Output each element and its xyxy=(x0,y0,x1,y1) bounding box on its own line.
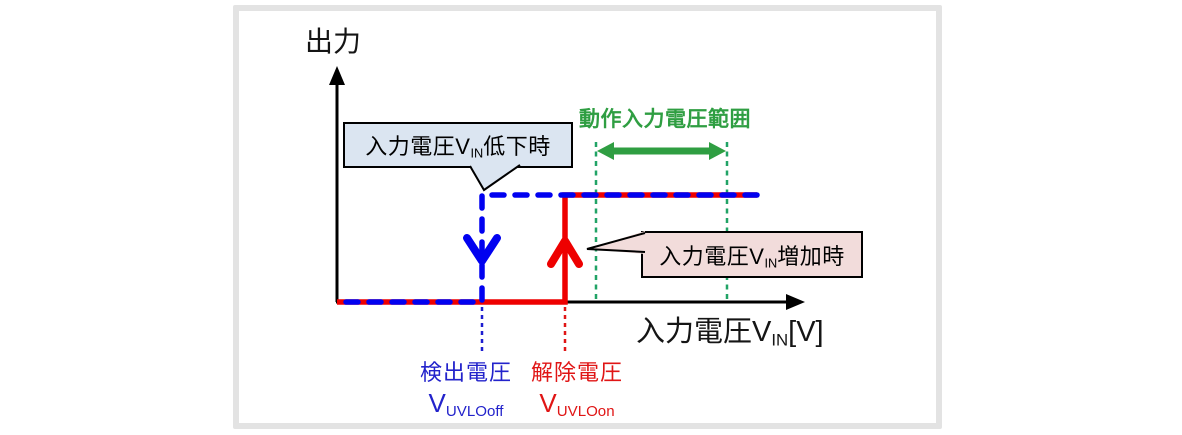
callout-decrease-text: 入力電圧VIN低下時 xyxy=(365,134,551,161)
release-voltage-symbol: VUVLOon xyxy=(539,387,615,420)
x-axis-label: 入力電圧VIN[V] xyxy=(636,316,824,350)
release-voltage-label: 解除電圧 VUVLOon xyxy=(507,359,647,422)
y-axis-label: 出力 xyxy=(305,26,362,57)
detect-voltage-title: 検出電圧 xyxy=(419,360,512,385)
callout-input-increase: 入力電圧VIN増加時 xyxy=(641,231,863,278)
release-voltage-title: 解除電圧 xyxy=(530,360,623,385)
detect-voltage-label: 検出電圧 VUVLOoff xyxy=(396,359,536,422)
callout-input-decrease: 入力電圧VIN低下時 xyxy=(343,122,573,168)
operating-range-label: 動作入力電圧範囲 xyxy=(579,108,751,131)
callout-increase-text: 入力電圧VIN増加時 xyxy=(659,243,845,271)
detect-voltage-symbol: VUVLOoff xyxy=(428,387,504,420)
